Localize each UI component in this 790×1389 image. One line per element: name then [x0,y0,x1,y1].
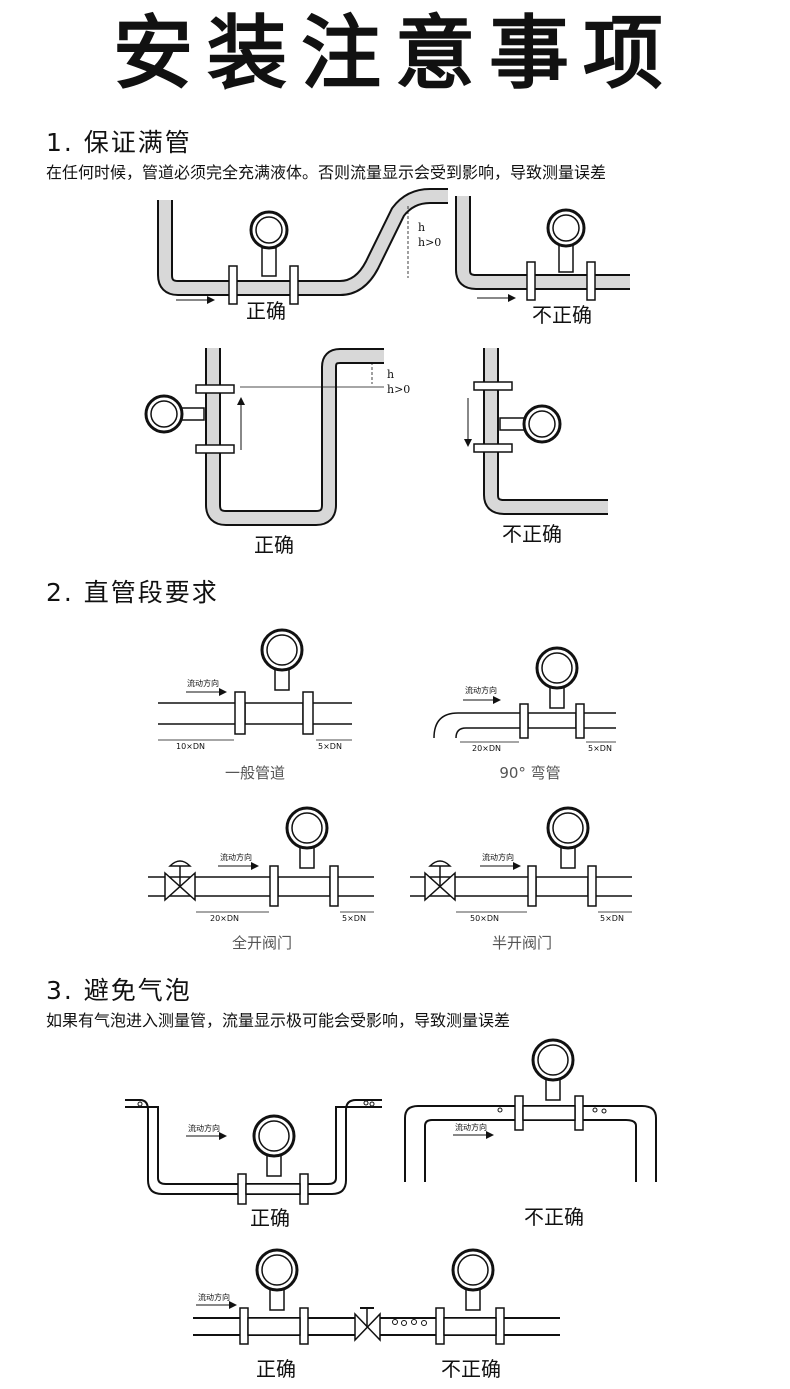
section-1-heading: 1. 保证满管 [46,128,192,157]
diagram-1a: h h>0 正确 [157,188,448,323]
caption-90-bend: 90° 弯管 [499,764,560,782]
section-1-description: 在任何时候，管道必须完全充满液体。否则流量显示会受到影响，导致测量误差 [46,163,607,182]
diagram-3b: 流动方向 不正确 [404,1038,657,1229]
diagram-2c: 流动方向 20×DN 5×DN 全开阀门 [148,806,374,952]
flow-label: 流动方向 [187,678,219,688]
label-incorrect-3a: 不正确 [524,1205,584,1229]
dim-20dn-a: 20×DN [472,744,501,753]
dim-5dn-d: 5×DN [600,914,624,923]
diagram-1d: 不正确 [464,348,608,546]
label-incorrect-3b: 不正确 [441,1357,501,1381]
dim-50dn: 50×DN [470,914,499,923]
flow-label-3a: 流动方向 [188,1123,220,1133]
diagram-2b: 流动方向 20×DN 5×DN 90° 弯管 [433,646,616,782]
section-1-diagrams: h h>0 正确 不正确 h h>0 正确 不正确 [144,188,630,557]
section-3-heading: 3. 避免气泡 [46,976,192,1005]
dim-5dn-c: 5×DN [342,914,366,923]
label-incorrect-1: 不正确 [532,303,592,327]
diagram-3a: 流动方向 正确 [125,1099,382,1230]
dim-10dn: 10×DN [176,742,205,751]
h-gt-label-2: h>0 [387,383,410,396]
flow-label-3c: 流动方向 [198,1292,230,1302]
diagram-1b: 不正确 [455,196,630,327]
h-label: h [418,221,425,234]
h-gt-label: h>0 [418,236,441,249]
label-correct-2: 正确 [254,533,294,557]
dim-20dn-b: 20×DN [210,914,239,923]
diagram-2d: 流动方向 50×DN 5×DN 半开阀门 [410,806,632,952]
section-3-description: 如果有气泡进入测量管，流量显示极可能会受影响，导致测量误差 [46,1011,511,1030]
label-correct-3b: 正确 [256,1357,296,1381]
label-correct-1: 正确 [246,299,286,323]
diagram-3c: 流动方向 正确 不正确 [193,1248,560,1381]
section-3-diagrams: 流动方向 正确 流动方向 不正确 流动方向 [125,1038,657,1381]
label-incorrect-2: 不正确 [502,522,562,546]
caption-half-valve: 半开阀门 [492,934,552,952]
page-title: 安装注意事项 [113,7,677,100]
caption-general-pipe: 一般管道 [225,764,285,782]
dim-5dn-a: 5×DN [318,742,342,751]
label-correct-3a: 正确 [250,1206,290,1230]
dim-5dn-b: 5×DN [588,744,612,753]
flow-label-b: 流动方向 [465,685,497,695]
section-2-heading: 2. 直管段要求 [46,578,219,607]
caption-full-valve: 全开阀门 [232,934,292,952]
h-label-2: h [387,368,394,381]
flow-label-c: 流动方向 [220,852,252,862]
section-2-diagrams: 流动方向 10×DN 5×DN 一般管道 流动方向 20×DN 5×DN 90°… [148,628,632,952]
flow-label-3b: 流动方向 [455,1122,487,1132]
flow-label-d: 流动方向 [482,852,514,862]
diagram-2a: 流动方向 10×DN 5×DN 一般管道 [158,628,352,782]
diagram-1c: h h>0 正确 [144,348,410,557]
